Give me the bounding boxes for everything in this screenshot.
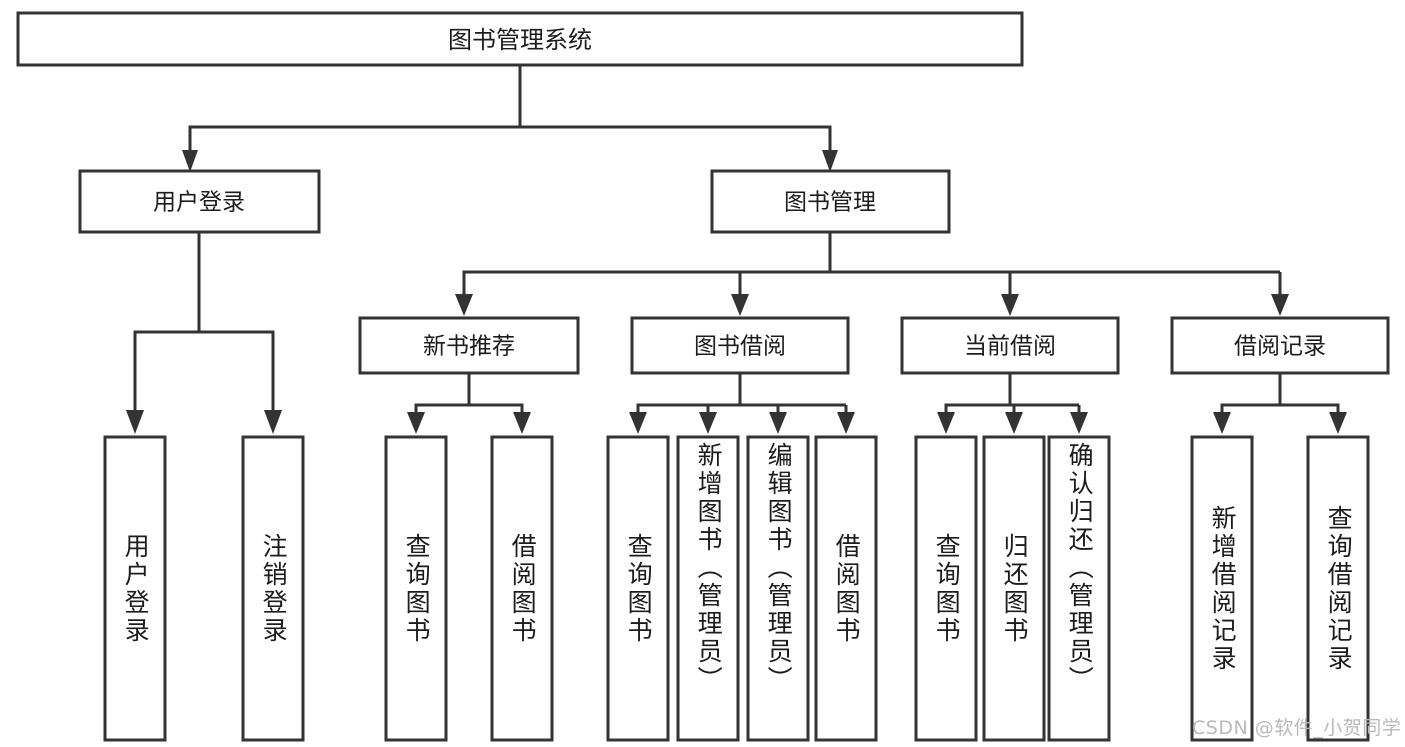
arrow-head-icon [822,150,838,172]
arrow-head-icon [731,294,749,316]
arrow-head-icon [126,410,144,434]
leaf-box-query-book-1[interactable] [384,435,448,742]
arrow-head-icon [1271,294,1289,316]
arrow-head-icon [1070,412,1088,434]
leaf-box-borrow-book-1[interactable] [490,435,554,742]
node-current-borrow[interactable]: 当前借阅 [900,316,1120,375]
arrow-head-icon [1213,412,1231,434]
leaf-box-return-book[interactable] [982,435,1046,742]
connector-bookmanage-to-level3 [455,232,1289,316]
node-root-label: 图书管理系统 [448,26,592,54]
arrow-head-icon [1005,412,1023,434]
node-new-book-recommend[interactable]: 新书推荐 [358,316,580,375]
node-book-borrow[interactable]: 图书借阅 [630,316,850,375]
leaf-box-query-record[interactable] [1306,435,1370,742]
leaf-box-add-record[interactable] [1190,435,1254,742]
leaf-box-edit-book[interactable] [746,435,810,742]
arrow-head-icon [513,412,531,434]
arrow-head-icon [937,412,955,434]
node-book-manage[interactable]: 图书管理 [710,169,951,234]
arrow-head-icon [455,294,473,316]
node-root[interactable]: 图书管理系统 [16,11,1024,67]
node-new-book-recommend-label: 新书推荐 [423,334,515,360]
connector-userlogin-to-leaves [126,232,282,434]
leaf-box-add-book[interactable] [676,435,740,742]
node-book-borrow-label: 图书借阅 [694,334,786,360]
node-book-manage-label: 图书管理 [784,190,876,216]
arrow-head-icon [182,150,198,172]
arrow-head-icon [629,412,647,434]
arrow-head-icon [837,412,855,434]
arrow-head-icon [407,412,425,434]
node-user-login-label: 用户登录 [153,190,245,216]
leaf-box-user-logout[interactable] [241,435,305,742]
connector-root-to-level2 [182,65,838,172]
leaf-box-query-book-2[interactable] [606,435,670,742]
leaf-box-query-book-3[interactable] [914,435,978,742]
connector-currentborrow-to-leaves [937,373,1088,434]
node-borrow-record-label: 借阅记录 [1234,334,1326,360]
arrow-head-icon [1329,412,1347,434]
node-user-login[interactable]: 用户登录 [78,169,321,234]
connector-borrowrecord-to-leaves [1213,373,1347,434]
leaf-box-user-login[interactable] [103,435,167,742]
connector-newbook-to-leaves [407,373,531,434]
arrow-head-icon [1001,294,1019,316]
connector-bookborrow-to-leaves [629,373,855,434]
leaf-box-borrow-book-2[interactable] [814,435,878,742]
leaf-box-confirm-return[interactable] [1047,435,1111,742]
arrow-head-icon [699,412,717,434]
leaf-boxes [103,435,1370,742]
node-current-borrow-label: 当前借阅 [964,334,1056,360]
node-borrow-record[interactable]: 借阅记录 [1170,316,1390,375]
arrow-head-icon [769,412,787,434]
csdn-watermark: CSDN @软件_小贺同学 [1192,717,1402,739]
arrow-head-icon [264,410,282,434]
